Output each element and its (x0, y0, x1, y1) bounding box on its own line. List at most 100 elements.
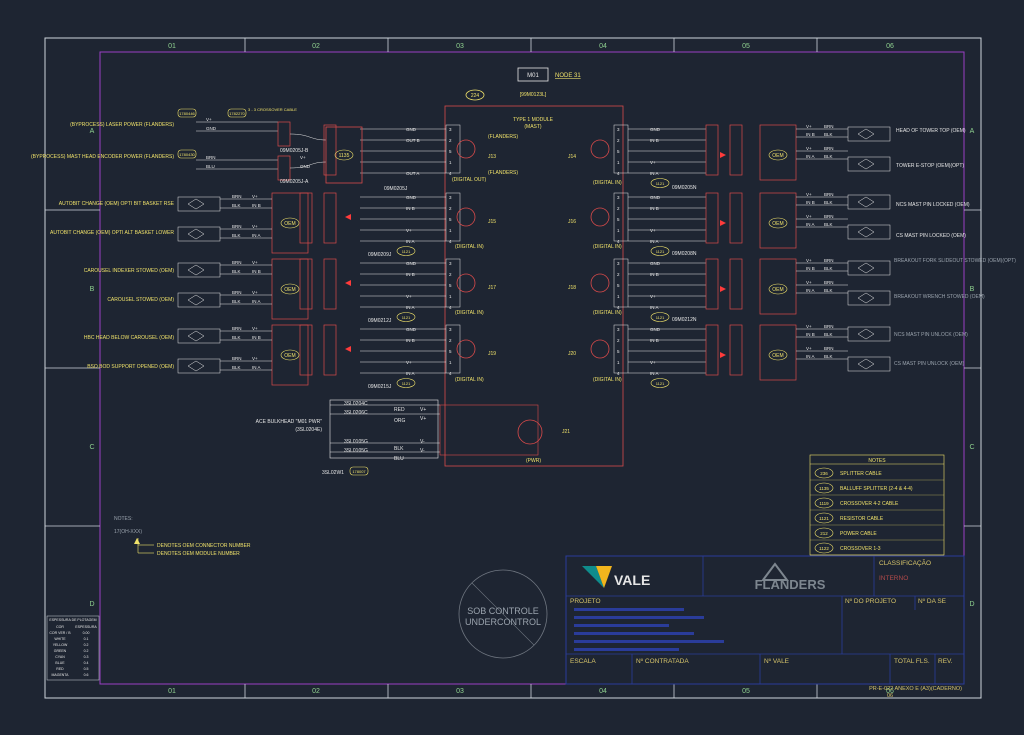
classificacao-label: CLASSIFICAÇÃO (879, 558, 931, 567)
notes-tag-oval (814, 542, 834, 554)
notes-text: RESISTOR CABLE (840, 516, 884, 522)
row-label-left: C (89, 444, 94, 451)
sensor-icon (187, 360, 205, 372)
resistor-tag-oval (396, 312, 416, 322)
oem-splitter-box (271, 258, 309, 320)
notes-tag: 1119 (819, 501, 829, 506)
wire-signal: IN A (806, 354, 815, 359)
signal-label: GND (650, 127, 661, 132)
cable-label: 09M0205N (672, 185, 697, 191)
device-tower-estop: TOWER E-STOP (OEM)(OPT) (896, 163, 964, 169)
sensor-icon (187, 228, 205, 240)
col-label-bottom: 06 (886, 688, 894, 695)
signal-label: IN A (650, 305, 659, 310)
signal-label: IN B (650, 206, 659, 211)
type1-module-box (444, 105, 624, 467)
device-carousel-indexer: CAROUSEL INDEXER STOWED (OEM) (84, 268, 175, 274)
signal-label: V+ (650, 228, 656, 233)
wire-signal: IN A (806, 222, 815, 227)
connector-j17: J17 (488, 285, 496, 291)
wire-signal: IN A (806, 288, 815, 293)
resistor-tag: 1121 (656, 315, 665, 320)
signal-label: IN B (406, 338, 415, 343)
wire-signal: BRN (206, 155, 216, 160)
connector-circle-icon (456, 273, 476, 293)
sensor-icon (857, 358, 875, 370)
pin-number: 2 (449, 338, 452, 343)
resistor-tag-oval (396, 246, 416, 256)
power-wire: 3SL0105G (344, 439, 368, 445)
cable-connector-box (299, 192, 313, 244)
stamp-line2: UNDERCONTROL (465, 617, 541, 627)
wire-color: BLK (232, 299, 241, 304)
sensor-frame (847, 126, 891, 142)
digital-in-label: (DIGITAL IN) (455, 244, 484, 250)
power-wire-color: BLU (394, 456, 404, 462)
color-thickness: 0.1 (84, 637, 89, 641)
n-vale-label: Nº VALE (764, 658, 790, 665)
wire-color: BLK (824, 132, 833, 137)
pin-number: 3 (449, 195, 452, 200)
signal-label: IN A (406, 239, 415, 244)
terminal-strip (613, 124, 629, 174)
cable-label: 09M0212J (368, 318, 392, 324)
pin-number: 5 (449, 149, 452, 154)
sensor-frame (177, 262, 221, 278)
device-hbc: HBC HEAD BELOW CAROUSEL (OEM) (84, 335, 174, 341)
cable-connector-box (277, 121, 291, 147)
pin-number: 4 (617, 239, 620, 244)
connector-circle-icon (590, 339, 610, 359)
sensor-frame (847, 224, 891, 240)
cable-connector-box (705, 324, 719, 376)
module-label: M01 (527, 73, 539, 79)
terminal-strip (613, 192, 629, 242)
connector-circle-icon (456, 139, 476, 159)
device-mast-encoder: (BYPROCESS) MAST HEAD ENCODER POWER (FLA… (31, 154, 174, 160)
sensor-frame (847, 356, 891, 372)
connector-j20: J20 (568, 351, 576, 357)
badge-oval (465, 89, 485, 101)
color-name: YELLOW (53, 643, 68, 647)
node-label: NODE 31 (555, 73, 581, 79)
pin-number: 1 (617, 360, 620, 365)
signal-label: GND (406, 127, 417, 132)
terminal-strip (445, 192, 461, 242)
wire-color: BLK (232, 365, 241, 370)
row-label-right: B (970, 286, 975, 293)
notes-text: CROSSOVER 1-3 (840, 546, 881, 552)
column-labels: 01 02 03 04 05 06 01 02 03 04 05 06 A B … (89, 43, 974, 695)
sensor-icon (857, 158, 875, 170)
column-markers (45, 38, 981, 698)
flanders-logo-icon (761, 562, 789, 581)
connector-labels: J13 J14 J15 J16 J17 J18 J19 J20 J21 (DIG… (452, 134, 622, 464)
wire-color: BRN (824, 258, 834, 263)
header-badge: 224 (471, 93, 480, 99)
wire-signal: V+ (252, 260, 258, 265)
digital-in-label: (DIGITAL IN) (455, 377, 484, 383)
wire-color: BLK (824, 354, 833, 359)
terminal-strip (445, 324, 461, 374)
color-thickness: 0.6 (84, 673, 89, 677)
cable-label: 09M0209J (368, 252, 392, 258)
signal-label: V+ (650, 294, 656, 299)
pin-number: 1 (617, 294, 620, 299)
wire-color: BRN (232, 290, 242, 295)
signal-label: GND (650, 327, 661, 332)
wire-signal: V+ (806, 324, 812, 329)
sheet-number: 06 (887, 693, 893, 699)
wire-color: BRN (824, 124, 834, 129)
digital-in-label: (DIGITAL IN) (593, 180, 622, 186)
pin-number: 2 (449, 138, 452, 143)
wire-signal: V+ (806, 280, 812, 285)
color-thickness: 0.2 (84, 649, 89, 653)
sensor-frame (847, 260, 891, 276)
oem-oval (280, 349, 300, 361)
color-thickness: 0.2 (84, 643, 89, 647)
signal-label: GND (406, 195, 417, 200)
oem-splitter-box (759, 192, 797, 249)
connector-circle-icon (456, 207, 476, 227)
sensor-frame (847, 194, 891, 210)
